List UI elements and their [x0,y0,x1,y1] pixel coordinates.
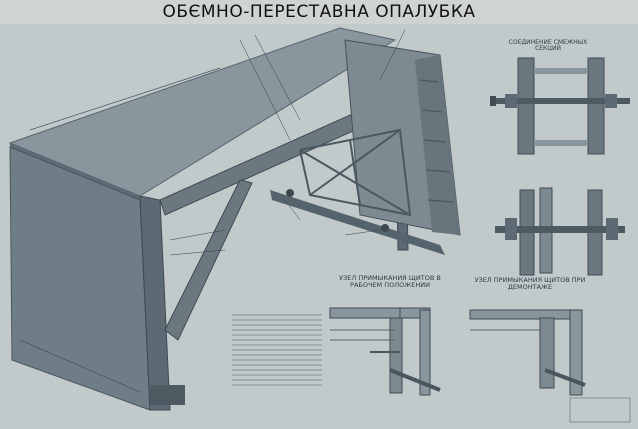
formwork-top-deck [8,27,397,197]
wheel-left [286,189,294,197]
title-band [0,0,638,24]
joining-detail-bottom [495,187,625,276]
diagonal-brace [164,179,253,341]
wheel-right [381,224,389,232]
rail-track [270,190,445,255]
front-column [139,195,171,411]
rear-panel-ribs [419,79,454,203]
legend-lines [232,314,322,386]
dimension-line-top [29,67,221,131]
caption-dismantling: УЗЕЛ ПРИМЫКАНИЯ ЩИТОВ ПРИ ДЕМОНТАЖЕ [474,276,586,291]
dimension-line-bottom [19,339,141,393]
caption-joining: СОЕДИНЕНИЕ СМЕЖНЫХ СЕКЦИЙ [508,39,588,53]
rear-panel-side [415,55,460,235]
title-block-stamp [569,397,631,423]
caption-working-position: УЗЕЛ ПРИМЫКАНИЯ ЩИТОВ В РАБОЧЕМ ПОЛОЖЕНИ… [339,274,441,289]
node-working-position [329,307,441,396]
node-dismantling [469,309,586,396]
inner-truss [299,128,412,217]
joining-detail-top [490,57,630,155]
poster-title: ОБЄМНО-ПЕРЕСТАВНА ОПАЛУБКА [162,2,476,22]
callout-leaders [169,29,406,256]
base-plate-front [150,385,185,405]
deck-edge-front [10,143,140,200]
